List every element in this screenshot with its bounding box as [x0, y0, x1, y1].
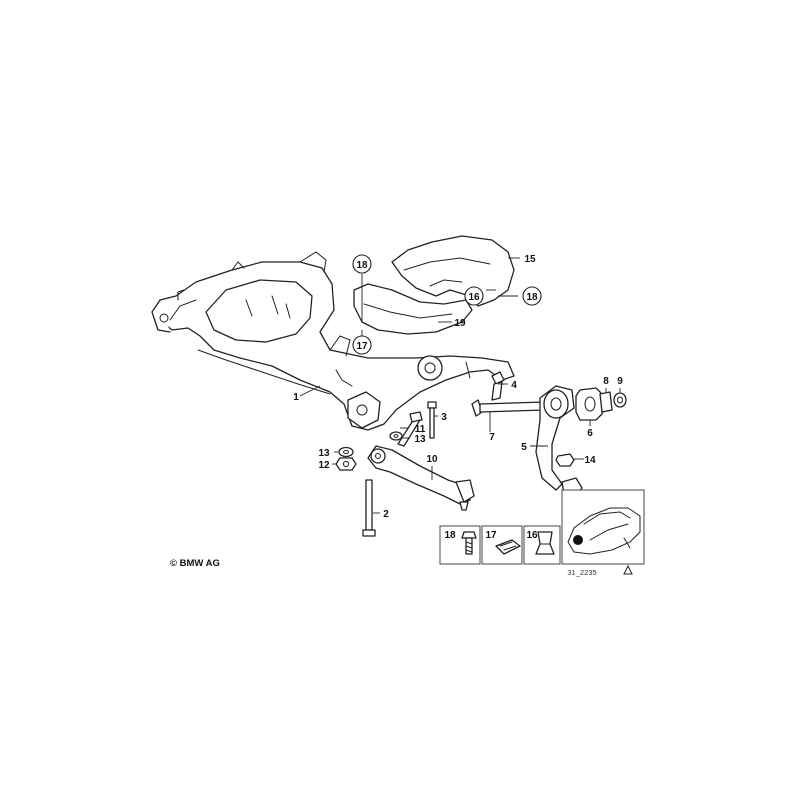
bushing-6: [575, 387, 603, 421]
bolt-2: [362, 479, 376, 537]
callout-8: 8: [603, 376, 609, 387]
svg-text:17: 17: [485, 530, 497, 541]
bolt-11: [397, 411, 423, 447]
callout-9: 9: [617, 376, 623, 387]
svg-text:18: 18: [526, 292, 538, 303]
callout-15: 15: [524, 254, 536, 265]
svg-text:18: 18: [356, 260, 368, 271]
callout-5: 5: [521, 442, 527, 453]
control-arm-5: [535, 385, 583, 505]
svg-text:16: 16: [468, 292, 480, 303]
callout-18-top: 18: [352, 254, 372, 274]
heat-shield-upper: [391, 235, 515, 307]
drawing-number: 31_2235: [567, 568, 596, 577]
washer-13-right: [389, 431, 403, 441]
callout-13-left: 13: [318, 448, 330, 459]
bushing-8: [599, 391, 613, 413]
nut-12: [335, 457, 357, 471]
small-parts-legend: 18 17 16: [439, 489, 645, 565]
callout-18-right: 18: [522, 286, 542, 306]
callout-7: 7: [489, 432, 495, 443]
nut-14: [555, 453, 575, 467]
legend-cell-16: 16: [523, 525, 561, 565]
callout-4: 4: [511, 380, 517, 391]
legend-cell-17: 17: [481, 525, 523, 565]
callout-6: 6: [587, 428, 593, 439]
callout-14: 14: [584, 455, 596, 466]
callout-12: 12: [318, 460, 330, 471]
copyright-label: © BMW AG: [170, 558, 220, 569]
washer-13-left: [338, 446, 354, 458]
callout-13-right: 13: [414, 434, 426, 445]
callout-2: 2: [383, 509, 389, 520]
leader-lines: [299, 257, 621, 514]
svg-text:18: 18: [444, 530, 456, 541]
bolt-4: [491, 371, 505, 401]
axle-carrier: [151, 251, 515, 431]
heat-shield-lower: [353, 283, 473, 335]
svg-text:17: 17: [356, 341, 368, 352]
legend-cell-car: [561, 489, 645, 565]
cap-9: [613, 392, 627, 408]
callout-3: 3: [441, 412, 447, 423]
legend-cell-18: 18: [439, 525, 481, 565]
callout-17-top: 17: [352, 335, 372, 355]
callout-16: 16: [464, 286, 484, 306]
bolt-3: [427, 401, 437, 439]
wishbone-10: [367, 445, 475, 511]
callout-1: 1: [293, 392, 299, 403]
bolt-7: [471, 399, 545, 417]
warning-triangle-icon: [623, 564, 633, 575]
callout-11: 11: [415, 424, 426, 435]
svg-text:16: 16: [526, 530, 538, 541]
location-marker-icon: [573, 535, 583, 545]
callout-10: 10: [426, 454, 438, 465]
callout-19: 19: [454, 318, 466, 329]
